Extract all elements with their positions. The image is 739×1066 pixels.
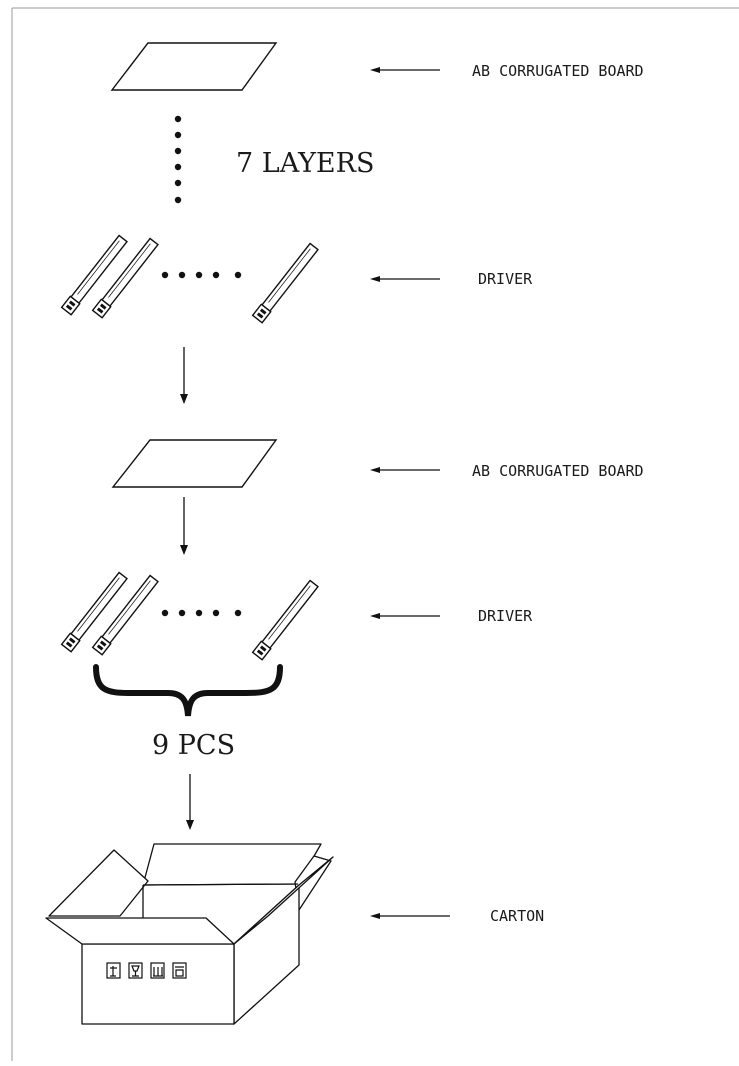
layers-dotted-line xyxy=(174,115,182,204)
label-driver-top: DRIVER xyxy=(478,270,533,288)
label-board-top: AB CORRUGATED BOARD xyxy=(472,62,644,80)
corrugated-board-top xyxy=(110,42,278,91)
corrugated-board-bottom xyxy=(111,439,278,488)
handling-symbols xyxy=(106,962,187,979)
driver-row-bottom xyxy=(60,571,320,661)
label-board-bottom: AB CORRUGATED BOARD xyxy=(472,462,644,480)
label-carton: CARTON xyxy=(490,907,544,925)
pieces-count-label: 9 PCS xyxy=(152,730,235,761)
layers-count-label: 7 LAYERS xyxy=(236,148,374,179)
carton-box xyxy=(45,843,334,1025)
grouping-brace xyxy=(93,664,283,717)
label-driver-bottom: DRIVER xyxy=(478,607,533,625)
driver-row-top xyxy=(60,234,320,324)
